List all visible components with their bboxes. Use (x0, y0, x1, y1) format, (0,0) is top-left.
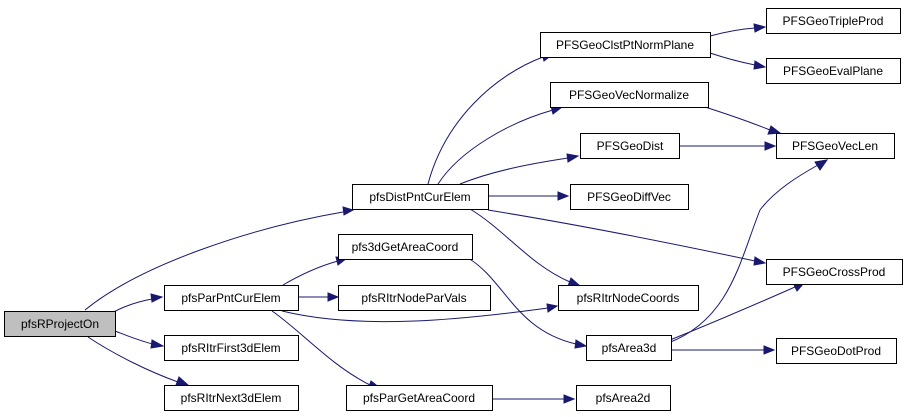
node-label: pfsDistPntCurElem (369, 190, 470, 204)
node-pfsarea3d[interactable]: pfsArea3d (586, 335, 672, 361)
node-label: PFSGeoDotProd (791, 344, 881, 358)
edge-pfsarea3d-pfsgeocrossprod (669, 286, 796, 341)
node-pfsgeoveclen[interactable]: PFSGeoVecLen (776, 133, 895, 159)
node-pfsritrfirst3delem[interactable]: pfsRItrFirst3dElem (164, 335, 299, 361)
node-label: PFSGeoClstPtNormPlane (556, 38, 694, 52)
node-label: PFSGeoTripleProd (783, 14, 884, 28)
node-pfsgeocrossprod[interactable]: PFSGeoCrossProd (766, 259, 903, 285)
node-pfsgeodiffvec[interactable]: PFSGeoDiffVec (570, 184, 689, 210)
edge-pfsarea3d-pfsgeoveclen (667, 164, 819, 344)
node-label: pfsParGetAreaCoord (363, 391, 475, 405)
edge-pfsgeoclstptnormplane-pfsgeotripleprod (709, 27, 756, 37)
node-label: pfs3dGetAreaCoord (352, 240, 459, 254)
node-pfsparsgetareacoord[interactable]: pfsParGetAreaCoord (346, 385, 493, 411)
node-label: PFSGeoVecLen (792, 139, 878, 153)
node-pfsgeodotprod[interactable]: PFSGeoDotProd (776, 338, 897, 364)
call-graph-nodes: pfsRProjectOn pfsDistPntCurElem pfsParPn… (4, 8, 903, 411)
node-pfsritrnodeparvals[interactable]: pfsRItrNodeParVals (338, 285, 491, 311)
node-pfsritrnodecoords[interactable]: pfsRItrNodeCoords (558, 285, 699, 311)
edge-pfsdistpntcurelem-pfsgeovecnormalize (437, 109, 554, 185)
node-pfsrprojecton[interactable]: pfsRProjectOn (4, 311, 116, 337)
edge-pfsdistpntcurelem-pfsgeocrossprod (487, 209, 756, 262)
node-pfsgeotripleprod[interactable]: PFSGeoTripleProd (766, 8, 901, 34)
edge-pfsgeovecnormalize-pfsgeoveclen (704, 106, 771, 131)
node-label: PFSGeoCrossProd (783, 265, 886, 279)
node-pfsparpntcurelem[interactable]: pfsParPntCurElem (164, 285, 299, 311)
edge-pfsrprojecton-pfsritrnext3delem (87, 336, 179, 383)
edge-pfsdistpntcurelem-pfsgeoclstptnormplane (427, 56, 544, 185)
node-label: pfsRItrFirst3dElem (181, 341, 280, 355)
edge-pfsrprojecton-pfsparpntcurelem (109, 298, 153, 315)
node-pfsritrnext3delem[interactable]: pfsRItrNext3dElem (164, 385, 299, 411)
node-pfs3dgetareacoord[interactable]: pfs3dGetAreaCoord (338, 234, 473, 260)
node-pfsgeovecnormalize[interactable]: PFSGeoVecNormalize (550, 82, 709, 108)
node-label: PFSGeoEvalPlane (783, 64, 883, 78)
node-label: pfsArea3d (602, 341, 657, 355)
node-pfsgeoevalplane[interactable]: PFSGeoEvalPlane (766, 58, 901, 84)
node-label: pfsRProjectOn (21, 317, 99, 331)
edge-pfsparpntcurelem-pfsparsgetareacoord (271, 310, 371, 386)
edge-pfsdistpntcurelem-pfsgeodist (459, 157, 569, 185)
edge-pfsrprojecton-pfsritrfirst3delem (114, 330, 154, 345)
node-label: pfsRItrNext3dElem (181, 391, 282, 405)
edge-pfsdistpntcurelem-pfsritrnodecoords (469, 208, 571, 283)
edge-pfsgeoclstptnormplane-pfsgeoevalplane (709, 52, 756, 66)
edge-pfsrprojecton-pfsdistpntcurelem (84, 211, 344, 311)
edge-pfs3dgetareacoord-pfsarea3d (467, 257, 577, 345)
edge-pfsparpntcurelem-pfs3dgetareacoord (282, 260, 339, 286)
node-label: pfsRItrNodeParVals (361, 291, 466, 305)
node-label: pfsArea2d (596, 391, 651, 405)
node-label: PFSGeoVecNormalize (569, 88, 689, 102)
node-label: pfsRItrNodeCoords (577, 291, 680, 305)
node-pfsdistpntcurelem[interactable]: pfsDistPntCurElem (352, 184, 489, 210)
node-label: pfsParPntCurElem (181, 291, 280, 305)
edge-pfsparpntcurelem-pfsritrnodecoords (281, 307, 549, 323)
node-pfsgeodist[interactable]: PFSGeoDist (580, 133, 680, 159)
node-label: PFSGeoDist (597, 139, 664, 153)
node-pfsarea2d[interactable]: pfsArea2d (576, 385, 671, 411)
node-label: PFSGeoDiffVec (587, 190, 671, 204)
node-pfsgeoclstptnormplane[interactable]: PFSGeoClstPtNormPlane (540, 32, 711, 58)
